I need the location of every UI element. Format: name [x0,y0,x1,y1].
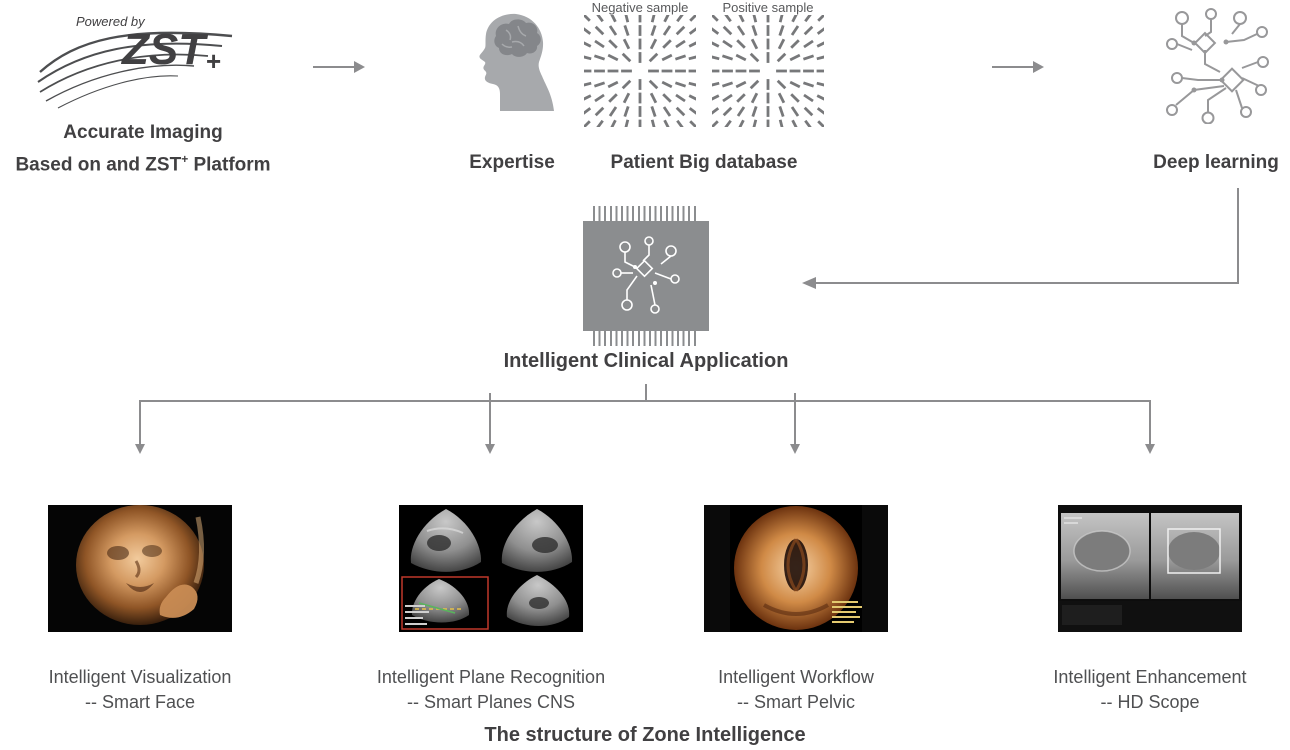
logo-caption-line1: Accurate Imaging [63,122,223,143]
fetal-face-3d-ultrasound-image [48,505,232,632]
branch-title: Intelligent Enhancement [1053,667,1247,687]
branch-connector-stub [645,384,647,401]
branch-connector-tick-2 [489,393,491,401]
intelligent-clinical-application-label: Intelligent Clinical Application [503,350,789,372]
chip-pins-top [593,206,699,221]
branch-title: Intelligent Plane Recognition [376,667,606,687]
chip-inner-circuit-icon [612,236,680,314]
patient-database-label: Patient Big database [610,152,798,173]
branch-arrow-2 [485,400,495,454]
branch-title: Intelligent Visualization [48,667,232,687]
flow-arrow-logo-to-expertise [313,61,365,73]
expertise-label: Expertise [469,152,555,173]
diagram-title: The structure of Zone Intelligence [484,724,806,746]
branch-arrow-3 [790,400,800,454]
cns-planes-ultrasound-image [399,505,583,632]
chip-icon [577,206,715,346]
positive-sample-label: Positive sample [722,0,814,15]
branch-connector-line [139,400,1151,402]
arrow-deep-learning-to-chip [802,188,1239,289]
pelvic-3d-ultrasound-image [704,505,888,632]
branch-smart-face: Intelligent Visualization -- Smart Face [20,505,260,715]
branch-smart-planes-cns: Intelligent Plane Recognition -- Smart P… [371,505,611,715]
branch-hd-scope: Intelligent Enhancement -- HD Scope [1030,505,1270,715]
expertise-head-brain-icon [479,13,554,111]
branch-subtitle: -- HD Scope [1100,692,1200,712]
logo-caption-line2: Based on and ZST+ Platform [15,152,271,176]
branch-subtitle: -- Smart Pelvic [736,692,855,712]
deep-learning-circuit-icon [1166,8,1269,124]
zst-brand-text: ZST [120,25,208,74]
chip-pins-bottom [593,331,699,346]
powered-by-text: Powered by [76,14,146,29]
chip-body [583,221,709,331]
branch-arrow-1 [135,400,145,454]
branch-connector-tick-3 [794,393,796,401]
positive-sample-pattern [712,15,824,127]
branch-subtitle: -- Smart Face [84,692,195,712]
logo-swoosh-icon [37,31,233,109]
branch-smart-pelvic: Intelligent Workflow -- Smart Pelvic [676,505,916,715]
negative-sample-label: Negative sample [591,0,689,15]
hd-scope-ultrasound-image [1058,505,1242,632]
deep-learning-label: Deep learning [1153,152,1279,173]
branch-title: Intelligent Workflow [718,667,874,687]
logo-caption: Accurate Imaging Based on and ZST+ Platf… [13,120,273,178]
flow-arrow-database-to-deeplearning [992,61,1044,73]
branch-subtitle: -- Smart Planes CNS [406,692,576,712]
zst-logo: Powered by ZST + [37,14,233,109]
zst-brand-plus: + [206,46,221,76]
branch-arrow-4 [1145,400,1155,454]
negative-sample-pattern [584,15,696,127]
